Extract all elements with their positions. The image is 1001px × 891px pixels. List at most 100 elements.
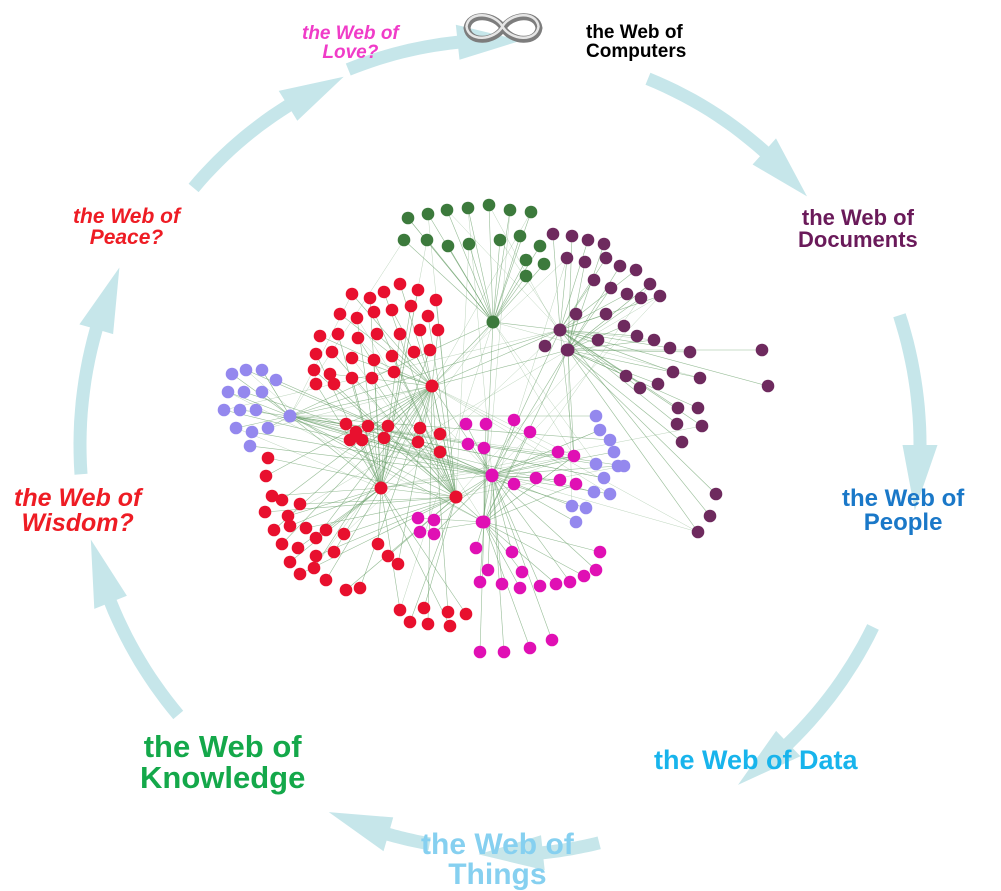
network-node-plum (691, 401, 705, 415)
network-node-red (351, 331, 365, 345)
network-edge (289, 415, 575, 457)
network-node-lavender (603, 433, 617, 447)
network-edge (491, 455, 575, 476)
network-node-plum (597, 237, 611, 251)
network-edge (491, 429, 601, 476)
network-edge (289, 487, 382, 563)
network-edge (287, 487, 382, 517)
network-edge (261, 369, 291, 417)
network-edge (567, 295, 661, 351)
network-edge (407, 217, 494, 323)
network-edge (431, 329, 439, 387)
network-node-magenta (523, 641, 537, 655)
network-node-red (377, 285, 391, 299)
network-node-red (413, 323, 427, 337)
network-edge (492, 209, 511, 323)
network-edge (427, 213, 457, 498)
network-node-green (440, 203, 454, 217)
network-edge (439, 451, 457, 498)
network-edge (481, 474, 493, 523)
network-node-lavender (587, 485, 601, 499)
network-hub-magenta (477, 515, 491, 529)
network-node-green (401, 211, 415, 225)
network-edge (289, 415, 587, 509)
network-node-green (533, 239, 547, 253)
network-node-lavender (225, 367, 239, 381)
network-node-red (313, 329, 327, 343)
network-node-plum (666, 365, 680, 379)
network-edge (447, 245, 494, 323)
network-edge (239, 409, 291, 417)
network-node-plum (761, 379, 775, 393)
network-edge (491, 474, 537, 479)
network-edge (567, 349, 575, 457)
network-node-red (421, 617, 435, 631)
network-edge (245, 369, 382, 489)
network-edge (380, 487, 457, 498)
network-edge (380, 455, 575, 489)
network-edge (433, 474, 493, 521)
network-node-plum (565, 229, 579, 243)
network-edge (361, 439, 382, 489)
network-edge (492, 263, 545, 323)
network-edge (488, 204, 494, 323)
network-node-red (413, 421, 427, 435)
network-edge (491, 474, 573, 507)
network-node-red (267, 523, 281, 537)
network-node-red (309, 549, 323, 563)
network-edge (492, 235, 521, 323)
network-node-red (339, 417, 353, 431)
stage-line: the Web of (842, 485, 965, 512)
network-edge (492, 211, 532, 323)
network-hub-plum (561, 343, 575, 357)
network-node-plum (663, 341, 677, 355)
network-edge (380, 433, 441, 489)
network-node-red (371, 537, 385, 551)
network-node-red (319, 573, 333, 587)
network-edge (431, 321, 494, 387)
network-node-plum (683, 345, 697, 359)
network-node-magenta (513, 581, 527, 595)
network-node-magenta (589, 563, 603, 577)
network-node-plum (693, 371, 707, 385)
network-node-magenta (473, 575, 487, 589)
network-node-lavender (617, 459, 631, 473)
network-edge (491, 349, 569, 476)
network-edge (567, 349, 699, 533)
stage-line: Knowledge (140, 760, 306, 795)
network-edge (380, 305, 412, 489)
network-node-lavender (589, 409, 603, 423)
network-edge (380, 349, 431, 489)
network-node-red (363, 291, 377, 305)
network-node-magenta (549, 577, 563, 591)
network-edge (567, 349, 575, 457)
network-node-red (283, 555, 297, 569)
network-node-red (377, 431, 391, 445)
network-node-red (433, 427, 447, 441)
network-node-plum (630, 329, 644, 343)
network-node-green (421, 207, 435, 221)
network-node-red (339, 583, 353, 597)
network-node-plum (755, 343, 769, 357)
network-node-lavender (221, 385, 235, 399)
network-node-plum (651, 377, 665, 391)
network-node-red (327, 545, 341, 559)
network-edge (559, 329, 769, 387)
network-node-magenta (505, 545, 519, 559)
network-edge (455, 455, 575, 498)
stage-line: Wisdom? (21, 509, 134, 537)
network-hub-red (449, 490, 463, 504)
network-node-green (441, 239, 455, 253)
network-node-plum (653, 289, 667, 303)
network-hub-red (374, 481, 388, 495)
network-edge (235, 415, 291, 429)
network-edge (419, 427, 457, 498)
network-node-lavender (237, 385, 251, 399)
network-edge (559, 293, 628, 331)
network-edge (305, 496, 457, 529)
network-node-plum (581, 233, 595, 247)
network-node-plum (671, 401, 685, 415)
network-edge (397, 385, 433, 565)
network-edge (227, 391, 485, 523)
network-node-red (381, 549, 395, 563)
